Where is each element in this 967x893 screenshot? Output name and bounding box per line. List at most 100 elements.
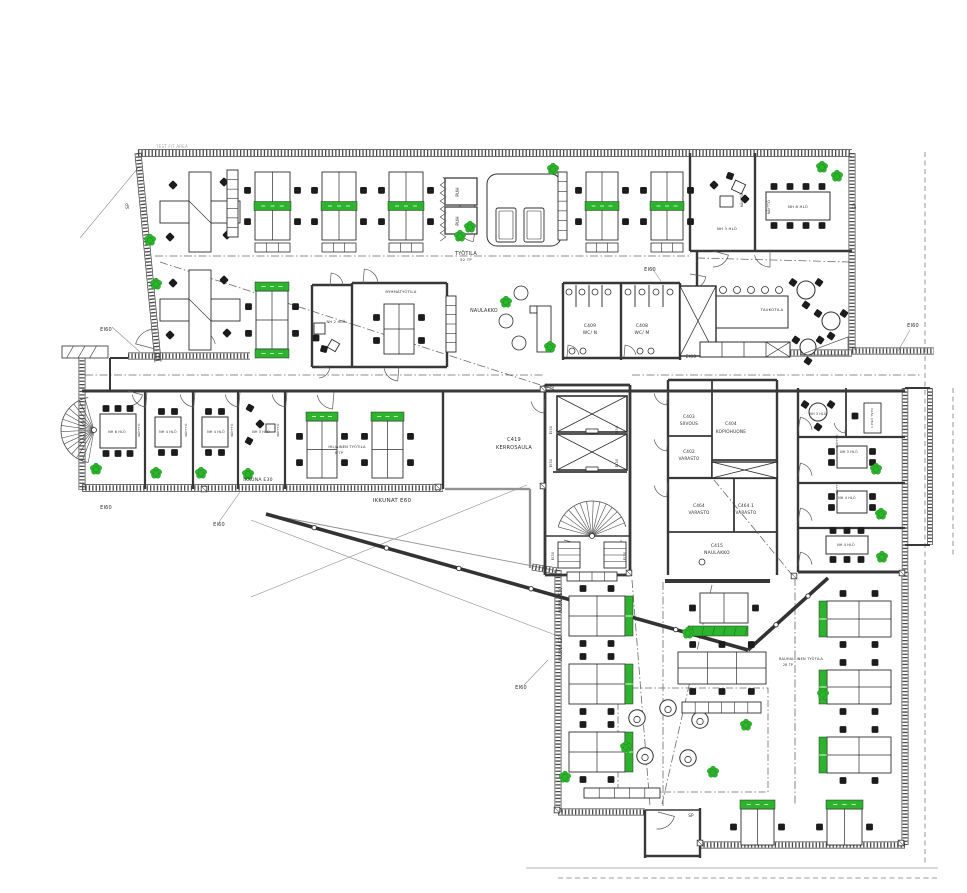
room-label: C464.1 (738, 503, 754, 508)
chair (320, 345, 328, 353)
desk-cluster (311, 171, 367, 253)
fixture-circle (565, 288, 573, 296)
exterior-wall-hatch (135, 152, 161, 363)
chair (165, 232, 175, 242)
stair-tread-line (78, 400, 95, 431)
ramp-line (77, 345, 86, 359)
bean-seat (664, 705, 672, 714)
chair (866, 823, 873, 831)
chair (747, 688, 755, 695)
door-swing (316, 391, 335, 410)
entrance-ramp (61, 345, 109, 359)
plant-icon (870, 462, 882, 475)
round-table-group (788, 278, 824, 310)
round-table (796, 280, 816, 300)
chair (292, 329, 299, 337)
desk-cluster (816, 799, 873, 846)
door-swing (530, 398, 546, 414)
desk-cluster (296, 411, 348, 479)
desk-cluster (640, 171, 694, 253)
chair (114, 450, 122, 457)
room-label: EI30 (623, 551, 627, 560)
chair (360, 186, 367, 194)
desk (265, 423, 276, 433)
chair (815, 335, 825, 345)
stair-triangle (799, 336, 849, 356)
plant-icon (707, 765, 719, 778)
label-leader-line (523, 659, 549, 686)
plant-leaf (562, 774, 568, 781)
door-swing (797, 551, 813, 567)
pinwheel-desk-group (159, 269, 241, 351)
fixture-circle (638, 288, 646, 296)
chair (205, 408, 212, 415)
room-label: EI60 (100, 327, 112, 333)
room-label: NH 3 HLÖ (717, 226, 737, 231)
chair (427, 186, 434, 194)
chair (575, 186, 582, 194)
room-label: SP (688, 813, 694, 818)
plant-icon (876, 550, 888, 563)
meeting-table (828, 445, 876, 469)
room-label: NÄYTTÖ (183, 423, 188, 437)
stair-tread-line (63, 429, 95, 445)
terrace-column-dot (673, 626, 679, 633)
fixture-circle (666, 288, 674, 296)
plant-leaf (820, 691, 826, 698)
chair (818, 183, 826, 190)
plant-icon (682, 626, 694, 639)
bean-chair (691, 711, 709, 729)
chair (752, 604, 759, 612)
ramp-line (66, 345, 74, 359)
chair (869, 448, 876, 455)
elevator-door (585, 428, 599, 434)
sight-line (250, 519, 559, 637)
desk-cluster (818, 726, 892, 784)
chair (418, 337, 425, 344)
terrace-column-dot (456, 565, 462, 572)
room-label: NH 4 HLÖ (838, 495, 856, 500)
room-label: C415 (711, 543, 723, 549)
door-swing (224, 391, 241, 408)
chair (607, 653, 615, 660)
wall-joint-diagonal (539, 482, 547, 490)
stair-tread-line (67, 429, 95, 450)
chair (219, 275, 229, 285)
room-label: C464 (693, 503, 705, 508)
terrace-column-dot (528, 586, 534, 592)
shaft-x (679, 285, 717, 357)
stair-arc (557, 500, 627, 528)
stair-tread-line (73, 403, 95, 431)
chair (871, 659, 879, 666)
chair (245, 403, 255, 413)
room-label: NÄYTTÖ (229, 423, 234, 437)
door-swing (797, 507, 813, 523)
chair (378, 218, 385, 226)
chair (839, 726, 847, 733)
stair-tread-line (563, 514, 593, 537)
chair (296, 459, 303, 467)
room-label: TEST FIT AREA (155, 144, 188, 149)
fixture-circle (719, 286, 727, 294)
chair (607, 640, 615, 647)
chair (158, 449, 165, 456)
low-cabinet (388, 242, 424, 253)
chair (770, 222, 778, 229)
desk-divider (188, 298, 212, 322)
chair (730, 823, 737, 831)
room-label: C408 (636, 323, 648, 329)
meeting-table (715, 295, 789, 329)
stair-tread-line (591, 507, 613, 537)
chair (407, 459, 414, 467)
room-label: WC/ N (583, 330, 598, 336)
fixture-circle (636, 347, 644, 355)
desk-divider (188, 200, 212, 224)
meeting-table (154, 408, 182, 456)
fixture-circle (775, 286, 783, 294)
fixture-circle (652, 288, 660, 296)
terrace-column-dot (311, 524, 317, 531)
plant-leaf (198, 470, 204, 477)
plant-icon (816, 160, 828, 173)
chair (311, 186, 318, 194)
